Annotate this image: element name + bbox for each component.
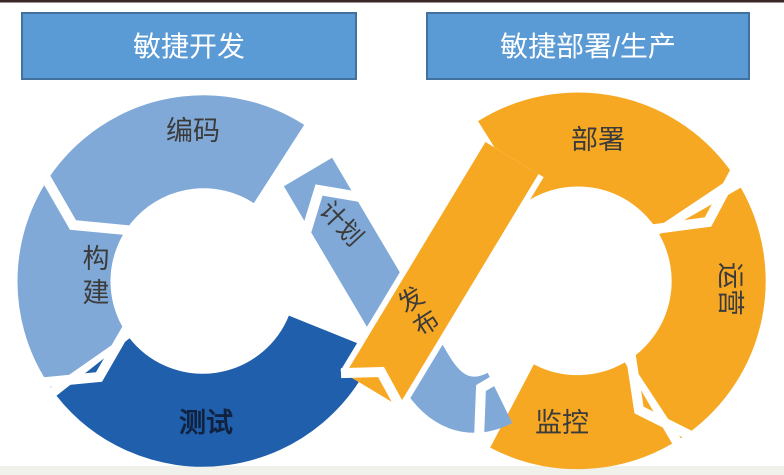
header-label-ops: 敏捷部署/生产 (500, 31, 676, 62)
label-build-char2: 建 (83, 278, 110, 308)
chevron-gap-release-tail (340, 366, 405, 410)
label-code: 编码 (166, 116, 220, 146)
header-label-dev: 敏捷开发 (133, 31, 245, 62)
release-band (345, 141, 539, 407)
header-box-ops (426, 12, 750, 80)
ops-loop-operate-arc (628, 187, 766, 439)
dev-loop-main-arc (17, 95, 305, 388)
label-test: 测试 (179, 408, 233, 438)
label-operate: 运营 (715, 262, 745, 316)
ops-loop-deploy-arc (478, 92, 735, 230)
chevron-gap-plan-arrowhead (301, 184, 360, 233)
chevron-gap-dev-upper-left (40, 173, 131, 236)
header-box-dev (21, 12, 357, 80)
label-build-char1: 构 (83, 244, 110, 274)
top-edge-line (0, 0, 784, 3)
ops-loop-monitor-arc (490, 361, 673, 470)
chevron-gap-dev-lower-left (41, 325, 132, 388)
chevron-gap-ops-upper-right (649, 170, 739, 235)
chevron-gap-ops-lower-left (473, 353, 536, 445)
label-deploy: 部署 (571, 125, 625, 155)
bottom-strip (0, 466, 784, 475)
label-monitor: 监控 (535, 408, 589, 438)
dev-loop-test-arc (56, 314, 376, 467)
chevron-gap-ops-lower-right (625, 351, 692, 440)
